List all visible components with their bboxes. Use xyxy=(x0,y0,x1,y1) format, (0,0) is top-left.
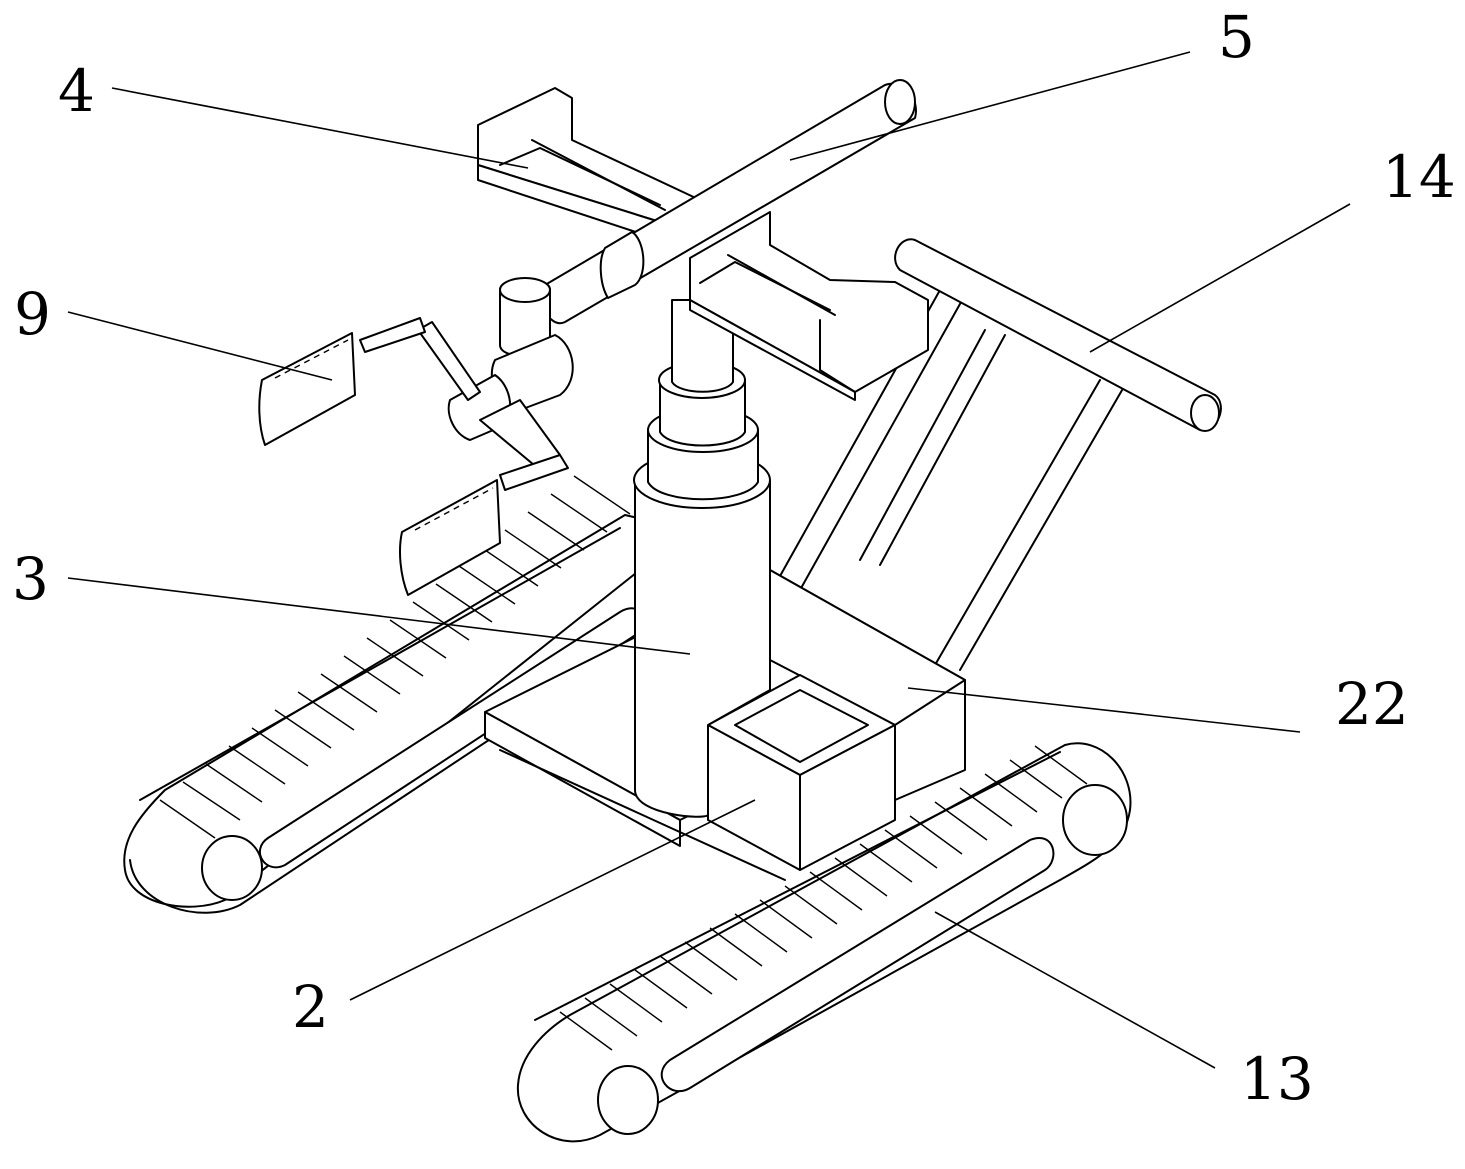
leader-line-3 xyxy=(67,577,691,655)
leader-line-22 xyxy=(907,687,1301,733)
leader-lines xyxy=(67,51,1351,1069)
upper-screw-slide-4 xyxy=(477,87,701,241)
leader-line-14 xyxy=(1089,203,1351,353)
ref-label-3: 3 xyxy=(12,545,49,613)
leader-line-13 xyxy=(934,911,1216,1069)
right-crawler-track xyxy=(516,742,1132,1143)
ref-label-13: 13 xyxy=(1240,1045,1314,1113)
telescopic-column-3 xyxy=(633,299,771,818)
leader-line-9 xyxy=(67,311,333,381)
right-track-inner-guard xyxy=(660,837,1055,1093)
ref-label-14: 14 xyxy=(1382,143,1456,211)
handle-bar xyxy=(894,238,1222,432)
left-track-treads xyxy=(159,475,631,839)
ref-label-2: 2 xyxy=(292,973,329,1041)
left-crawler-track xyxy=(123,475,701,914)
lower-screw-slide-4 xyxy=(689,211,929,401)
leader-line-4 xyxy=(111,87,529,169)
control-box-2 xyxy=(707,674,896,871)
ref-label-22: 22 xyxy=(1335,670,1409,738)
leader-line-5 xyxy=(789,51,1191,161)
articulated-arm xyxy=(359,277,574,491)
right-track-front-wheel xyxy=(1062,784,1128,856)
left-track-inner-guard xyxy=(258,607,645,869)
right-track-rear-wheel xyxy=(597,1065,659,1135)
spray-pads-9 xyxy=(258,332,501,596)
right-track-treads xyxy=(559,745,1088,1051)
ref-label-5: 5 xyxy=(1218,3,1255,71)
left-track-idler-wheel xyxy=(201,835,263,901)
ref-label-4: 4 xyxy=(58,57,95,125)
leader-line-2 xyxy=(349,799,756,1001)
ref-label-9: 9 xyxy=(14,280,51,348)
